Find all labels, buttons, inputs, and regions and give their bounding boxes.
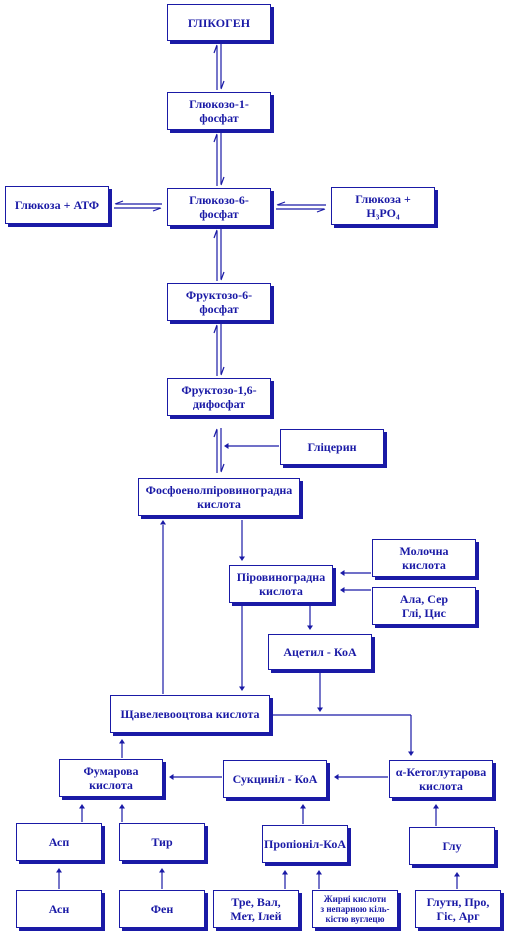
node-amino-acids-propionyl: Тре, Вал, Мет, Ілей: [213, 890, 299, 928]
g6p-h3po4-right-barb: [316, 208, 326, 213]
glu-akg-arrowhead: [433, 804, 439, 809]
asp-fumarate-arrowhead: [79, 804, 85, 809]
aa-glu-arrowhead: [454, 872, 460, 877]
node-amino-acids-pyruvate: Ала, Сер Глі, Цис: [372, 587, 476, 625]
phe-tyr-arrowhead: [159, 868, 165, 873]
node-asp: Асп: [16, 823, 102, 861]
connector-lines: [56, 44, 460, 889]
f6p-f16bp-up-barb: [213, 324, 218, 334]
node-glycogen: ГЛІКОГЕН: [167, 4, 271, 41]
node-asn: Асн: [16, 890, 102, 928]
node-glycerol: Гліцерин: [280, 429, 384, 465]
node-lactate: Молочна кислота: [372, 539, 476, 577]
lactate-pyruvate-arrowhead: [340, 570, 345, 576]
node-propionyl-coa: Пропіоніл-КоА: [262, 825, 348, 863]
succinylcoa-fumarate-arrowhead: [169, 774, 174, 780]
atp-g6p-left-barb: [114, 200, 124, 205]
node-pyruvate: Піровиноградна кислота: [229, 565, 333, 603]
glycogen-g1p-up-barb: [213, 44, 218, 54]
pyruvate-oxaloacetate-arrowhead: [239, 686, 245, 691]
node-glucose-1-phosphate: Глюкозо-1- фосфат: [167, 92, 271, 130]
g1p-g6p-up-barb: [213, 133, 218, 143]
node-glucose-h3po4: Глюкоза + Н₃РО₄: [331, 187, 435, 225]
pep-pyruvate-arrowhead: [239, 556, 245, 561]
node-acetyl-coa: Ацетил - КоА: [268, 634, 372, 670]
node-glucose-atp: Глюкоза + АТФ: [5, 186, 109, 224]
node-alpha-ketoglutarate: α-Кетоглутарова кислота: [389, 760, 493, 798]
glycerol-arrowhead: [224, 443, 229, 449]
aa-propionyl-arrowhead: [282, 870, 288, 875]
f16bp-pep-down-barb: [220, 463, 225, 473]
node-fructose-1-6-diphosphate: Фруктозо-1,6- дифосфат: [167, 378, 271, 416]
pyruvate-acetylcoa-arrowhead: [307, 625, 313, 630]
node-fumarate: Фумарова кислота: [59, 759, 163, 797]
oxaloacetate-pep-arrowhead: [160, 520, 166, 525]
oxaloacetate-akg-arrowhead: [408, 751, 414, 756]
tyr-fumarate-arrowhead: [119, 804, 125, 809]
f6p-f16bp-down-barb: [220, 366, 225, 376]
node-odd-chain-fatty-acids: Жирні кислоти з непарною кіль- кістю вуг…: [312, 890, 398, 928]
asn-asp-arrowhead: [56, 868, 62, 873]
g6p-f6p-down-barb: [220, 271, 225, 281]
propionyl-succinyl-arrowhead: [300, 804, 306, 809]
fatty-propionyl-arrowhead: [316, 870, 322, 875]
node-glucose-6-phosphate: Глюкозо-6- фосфат: [167, 188, 271, 226]
node-glu: Глу: [409, 827, 495, 865]
f16bp-pep-up-barb: [213, 428, 218, 438]
aa-pyruvate-arrowhead: [340, 587, 345, 593]
g1p-g6p-down-barb: [220, 176, 225, 186]
g6p-h3po4-left-barb: [276, 201, 286, 206]
glycogen-g1p-down-barb: [220, 80, 225, 90]
atp-g6p-right-barb: [152, 207, 162, 212]
node-succinyl-coa: Сукциніл - КоА: [223, 760, 327, 798]
node-tyr: Тир: [119, 823, 205, 861]
node-oxaloacetate: Щавелевооцтова кислота: [110, 695, 270, 733]
acetylcoa-cycle-arrowhead: [317, 707, 323, 712]
node-amino-acids-glu: Глутн, Про, Гіс, Арг: [415, 890, 501, 928]
fumarate-oxaloacetate-arrowhead: [119, 739, 125, 744]
node-fructose-6-phosphate: Фруктозо-6- фосфат: [167, 283, 271, 321]
akg-succinylcoa-arrowhead: [334, 774, 339, 780]
g6p-f6p-up-barb: [213, 229, 218, 239]
node-phosphoenolpyruvate: Фосфоенолпіровиноградна кислота: [138, 478, 300, 516]
node-phe: Фен: [119, 890, 205, 928]
